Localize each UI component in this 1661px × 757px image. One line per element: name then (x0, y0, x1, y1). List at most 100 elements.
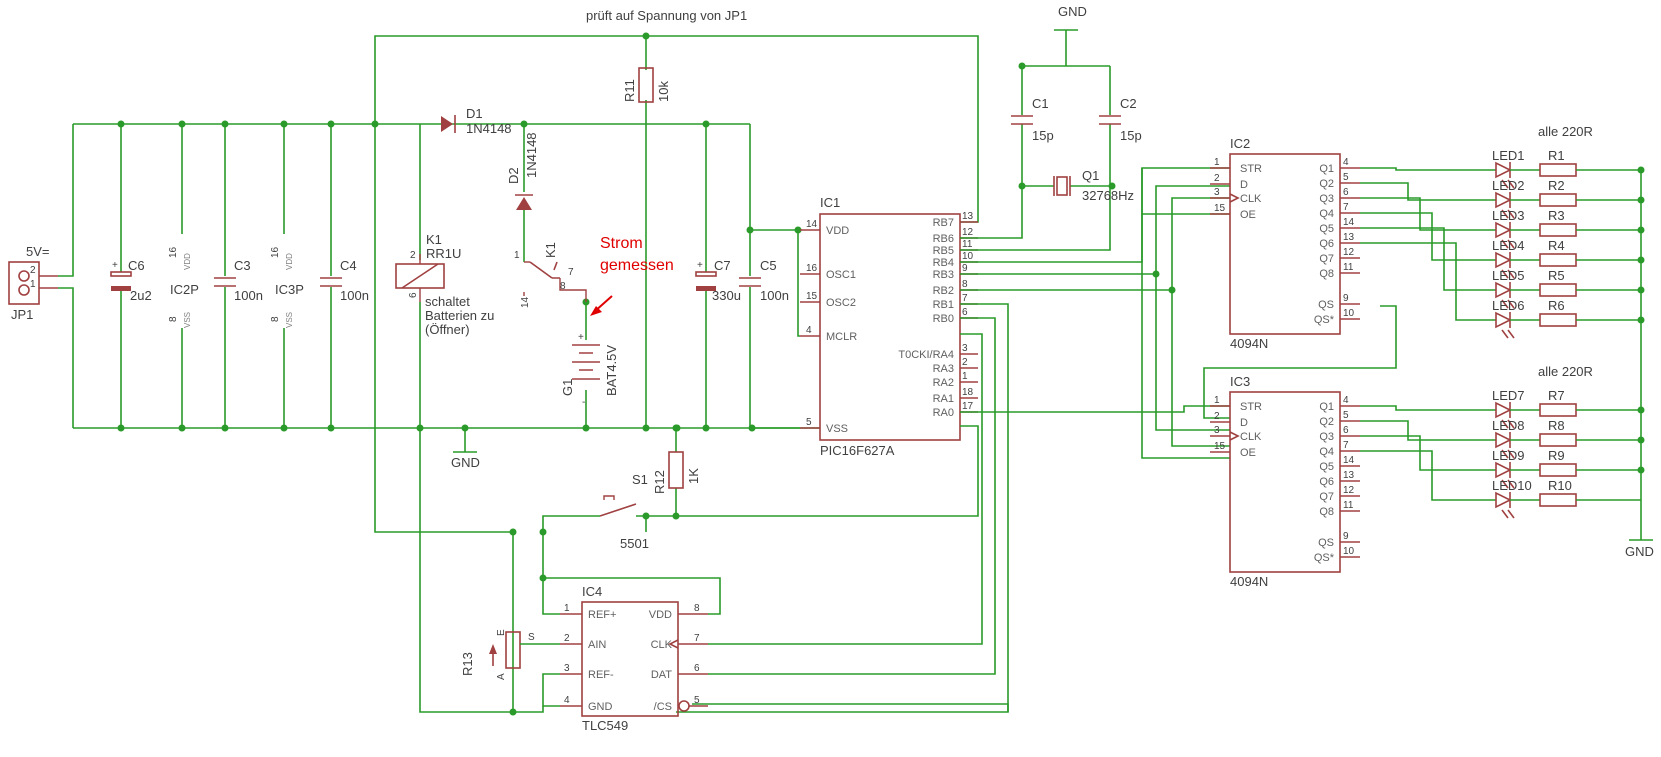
led-name: LED2 (1492, 178, 1525, 193)
resistor-icon (1539, 223, 1577, 237)
ic2-pin-label: Q7 (1319, 253, 1334, 265)
resistor-icon (1539, 253, 1577, 267)
s1-value: 5501 (620, 536, 649, 551)
led-icon (1495, 401, 1512, 419)
ic3-pin-label: Q6 (1319, 476, 1334, 488)
ic2-pin-number: 9 (1343, 293, 1349, 304)
c7-capacitor: + C7 330u (695, 124, 741, 428)
led-name: LED1 (1492, 148, 1525, 163)
led-icon (1495, 491, 1512, 509)
r13-pin-a: A (496, 673, 507, 680)
r13-pin-e: E (496, 629, 507, 636)
ic1-pin-label: VDD (826, 225, 849, 237)
led-wire (1360, 405, 1496, 411)
ic4-pin-label: CLK (651, 639, 673, 651)
ic4-pin-number: 1 (564, 603, 570, 614)
resistor-icon (1539, 433, 1577, 447)
ic4-pin-number: 2 (564, 633, 570, 644)
jp1-connector: 5V= 2 1 JP1 (8, 244, 58, 322)
svg-text:+: + (112, 260, 118, 271)
ic1-pin-label: OSC2 (826, 297, 856, 309)
jp1-pin2: 2 (30, 265, 36, 276)
ic3-pin-number: 2 (1214, 411, 1220, 422)
ic3p-pin16: 16 (270, 246, 281, 258)
ic2-pin-label: Q3 (1319, 193, 1334, 205)
ic2-pin-label: Q4 (1319, 208, 1334, 220)
ic1-pin-label: RA1 (933, 393, 954, 405)
led-name: LED10 (1492, 478, 1532, 493)
led-rays-icon (1501, 419, 1515, 429)
note-alle220-a: alle 220R (1538, 124, 1593, 139)
resistor-icon (1539, 283, 1577, 297)
ic3p-name: IC3P (275, 282, 304, 297)
led-name: LED9 (1492, 448, 1525, 463)
c3-value: 100n (234, 288, 263, 303)
led-name: LED6 (1492, 298, 1525, 313)
ic2-pin-label: D (1240, 179, 1248, 191)
resistor-name: R1 (1548, 148, 1565, 163)
d2-diode: D2 1N4148 (506, 124, 539, 262)
ic4-pin-number: 8 (694, 603, 700, 614)
led-rays-icon (1501, 299, 1515, 309)
ic2-pin-number: 4 (1343, 157, 1349, 168)
ic2-pin-number: 14 (1343, 217, 1355, 228)
ic1-pin-number: 10 (962, 251, 974, 262)
c6-value: 2u2 (130, 288, 152, 303)
led-name: LED7 (1492, 388, 1525, 403)
led-icon (1495, 431, 1512, 449)
led-rays-icon (1501, 179, 1515, 189)
ic2-pin-label: Q2 (1319, 178, 1334, 190)
ic2-pin-number: 7 (1343, 202, 1349, 213)
resistor-icon (1539, 463, 1577, 477)
crystal-network: C1 15p C2 15p Q1 32768Hz (960, 29, 1142, 251)
led-wire (1360, 227, 1496, 291)
s1-switch: S1 5501 (374, 124, 676, 551)
c3-capacitor: C3 100n (214, 124, 263, 428)
ic2-pin-label: Q6 (1319, 238, 1334, 250)
ic2-pin-number: 15 (1214, 203, 1226, 214)
ic3p-pin8: 8 (270, 316, 281, 322)
c7-name: C7 (714, 258, 731, 273)
r13-pin-s: S (528, 632, 535, 643)
note-batterien: Batterien zu (425, 308, 494, 323)
led-gnd-bus: GND (1625, 170, 1654, 559)
ic3-pin-number: 11 (1343, 500, 1354, 511)
ic1-pin-number: 17 (962, 401, 974, 412)
ic1-pin-number: 8 (962, 279, 968, 290)
ic3-pin-number: 15 (1214, 441, 1226, 452)
ic4-pin-label: GND (588, 701, 613, 713)
ic3-pin-number: 13 (1343, 470, 1355, 481)
resistor-name: R6 (1548, 298, 1565, 313)
resistor-name: R2 (1548, 178, 1565, 193)
note-alle220-b: alle 220R (1538, 364, 1593, 379)
led-icon (1495, 251, 1512, 269)
ic1-pin-label: RB7 (933, 217, 954, 229)
ic1-pin-number: 4 (806, 325, 812, 336)
svg-text:-: - (582, 397, 585, 408)
ic2-pin-label: STR (1240, 163, 1262, 175)
ic4-pin-number: 3 (564, 663, 570, 674)
c6-capacitor: + C6 2u2 (110, 124, 152, 428)
ic1-pin-number: 12 (962, 227, 974, 238)
ic1-pin-label: RA2 (933, 377, 954, 389)
led-name: LED3 (1492, 208, 1525, 223)
ic4-part: TLC549 (582, 718, 628, 733)
r12-name: R12 (652, 470, 667, 494)
ic4-name: IC4 (582, 584, 602, 599)
top-note: prüft auf Spannung von JP1 (586, 8, 747, 23)
c3-name: C3 (234, 258, 251, 273)
g1-value: BAT4.5V (604, 345, 619, 396)
led-wire (1360, 420, 1496, 441)
led-rays-icon (1501, 209, 1515, 219)
ic3-pin-number: 6 (1343, 425, 1349, 436)
k1-relay-switch: 1 7 8 14 K1 (514, 242, 587, 308)
led-icon (1495, 281, 1512, 299)
ic3-pin-number: 4 (1343, 395, 1349, 406)
ic1-pin-number: 7 (962, 293, 968, 304)
resistor-icon (1539, 493, 1577, 507)
ic1-pin-label: RB4 (933, 257, 954, 269)
ic3-pin-label: Q4 (1319, 446, 1334, 458)
ic1-pin-number: 16 (806, 263, 818, 274)
ic3-pin-label: QS* (1314, 552, 1335, 564)
